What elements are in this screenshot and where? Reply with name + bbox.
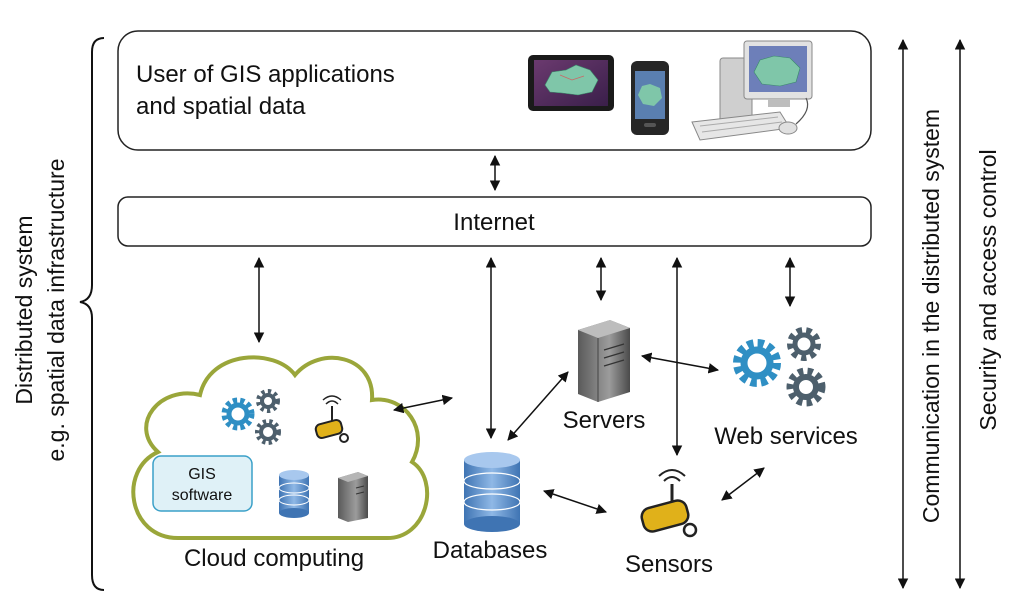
cloud-database-icon <box>278 470 310 518</box>
smartphone-icon <box>631 61 669 135</box>
cloud-gears-icon <box>221 389 281 445</box>
databases-icon <box>463 452 521 532</box>
servers-label: Servers <box>563 407 646 434</box>
gis-software-line2: software <box>172 487 233 504</box>
web-services-gears-icon <box>733 327 826 407</box>
user-box <box>117 30 872 151</box>
left-label-line2: e.g. spatial data infrastructure <box>43 159 69 462</box>
left-label-line1: Distributed system <box>11 215 37 404</box>
gis-software-box <box>152 455 253 512</box>
communication-label: Communication in the distributed system <box>918 109 944 523</box>
servers-icon <box>578 320 630 402</box>
user-box-line1: User of GIS applications <box>136 61 395 88</box>
gis-software-line1: GIS <box>188 466 216 483</box>
sensors-icon <box>640 469 698 538</box>
sensors-label: Sensors <box>625 551 713 578</box>
cloud-computing-label: Cloud computing <box>184 545 364 572</box>
left-brace-label: Distributed system e.g. spatial data inf… <box>11 159 69 462</box>
internet-label: Internet <box>453 209 535 236</box>
web-services-label: Web services <box>714 423 858 450</box>
internet-bar <box>117 196 872 247</box>
user-box-line2: and spatial data <box>136 93 306 120</box>
databases-label: Databases <box>433 537 548 564</box>
desktop-computer-icon <box>691 40 813 141</box>
security-label: Security and access control <box>975 149 1001 430</box>
cloud-server-icon <box>338 472 368 522</box>
tablet-icon <box>528 55 614 111</box>
left-brace <box>79 37 105 591</box>
cloud-sensor-icon <box>314 395 349 443</box>
